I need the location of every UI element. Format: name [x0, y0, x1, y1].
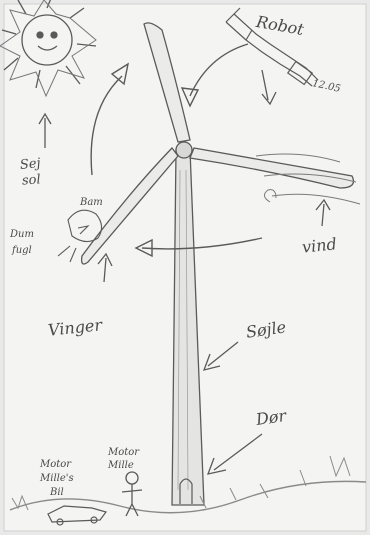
- car-label-line3: Bil: [50, 488, 64, 498]
- car-label-line2: Mille's: [40, 474, 74, 484]
- bird-label-line2: fugl: [12, 246, 32, 256]
- person-label-line2: Mille: [108, 461, 134, 471]
- car-label-line1: Motor: [40, 460, 71, 470]
- bird-bang-label: Bam: [80, 198, 103, 208]
- sun-label-line1: Sej: [19, 157, 41, 172]
- turbine-hub: [176, 142, 192, 158]
- sun-label-line2: sol: [22, 173, 42, 187]
- person-label-line1: Motor: [108, 448, 139, 458]
- bird-label-line1: Dum: [10, 230, 34, 240]
- door-label: Dør: [255, 408, 287, 428]
- wind-label: vind: [301, 236, 337, 256]
